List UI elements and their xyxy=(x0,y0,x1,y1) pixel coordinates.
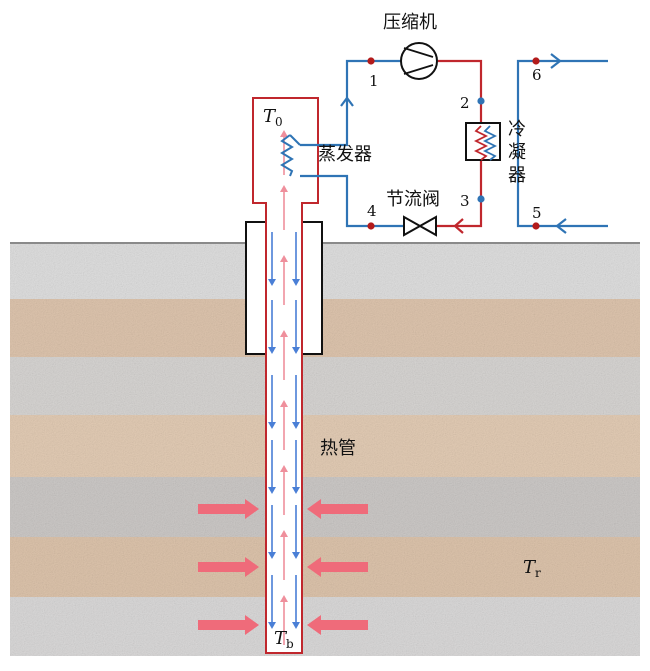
condenser-symbol xyxy=(465,122,501,161)
up-flow-arrowhead-0 xyxy=(280,255,288,262)
up-flow-arrowhead-4 xyxy=(280,530,288,537)
down-flow-arrowhead-0-0 xyxy=(268,279,276,286)
ground-heat-arrow-right-2 xyxy=(307,615,368,635)
state-point-3-label: 3 xyxy=(460,192,470,210)
head-up-flow-arrowhead-0 xyxy=(280,130,288,137)
down-flow-arrowhead-2-0 xyxy=(268,422,276,429)
state-point-4-dot xyxy=(367,222,375,230)
down-flow-arrowhead-3-0 xyxy=(268,487,276,494)
state-point-1-label: 1 xyxy=(369,72,379,90)
condenser-outlet-line xyxy=(436,160,483,228)
state-point-5-label: 5 xyxy=(532,204,542,222)
heat-pipe-outline xyxy=(252,97,319,654)
temperature-t0-subscript: 0 xyxy=(275,115,283,129)
state-point-3-dot xyxy=(477,195,485,203)
evaporator-coil-lead-top xyxy=(289,134,301,146)
heat-pipe-label: 热管 xyxy=(320,438,356,459)
ground-heat-arrow-left-1 xyxy=(198,557,259,577)
up-flow-arrowhead-3 xyxy=(280,465,288,472)
down-flow-arrowhead-2-1 xyxy=(292,422,300,429)
down-flow-arrowhead-1-0 xyxy=(268,347,276,354)
down-flow-arrowhead-1-1 xyxy=(292,347,300,354)
ground-heat-flow-arrows xyxy=(198,499,368,635)
down-flow-arrowhead-0-1 xyxy=(292,279,300,286)
state-point-6-dot xyxy=(532,57,540,65)
condenser-label-char-2: 凝 xyxy=(508,142,526,163)
temperature-tr-label: Tr xyxy=(523,557,541,580)
temperature-tr-subscript: r xyxy=(535,566,541,580)
state-point-4-label: 4 xyxy=(367,202,377,220)
state-point-labels: 1 2 3 4 5 6 xyxy=(367,66,542,222)
temperature-tb-subscript: b xyxy=(286,637,294,651)
temperature-t0-symbol: T xyxy=(263,106,277,127)
up-flow-arrowhead-5 xyxy=(280,595,288,602)
evaporator-inlet-line xyxy=(300,174,404,228)
temperature-t0-label: T0 xyxy=(263,106,283,129)
up-flow-arrowhead-2 xyxy=(280,400,288,407)
temperature-tb-label: Tb xyxy=(274,628,294,651)
down-flow-arrowhead-5-1 xyxy=(292,622,300,629)
up-flow-arrowhead-1 xyxy=(280,330,288,337)
ground-heat-arrow-right-0 xyxy=(307,499,368,519)
state-point-2-label: 2 xyxy=(460,94,470,112)
state-point-6-label: 6 xyxy=(532,66,542,84)
condenser-label-char-3: 器 xyxy=(508,165,526,186)
condenser-label-char-1: 冷 xyxy=(508,119,526,140)
soil-layer-3 xyxy=(10,357,640,415)
compressor-label: 压缩机 xyxy=(383,12,437,33)
arrow-left-water-inlet xyxy=(555,218,567,234)
throttle-valve-symbol xyxy=(403,215,437,237)
state-point-5-dot xyxy=(532,222,540,230)
circuit-direction-arrows xyxy=(340,53,567,234)
arrow-up-evaporator-outlet xyxy=(340,96,354,107)
ground-heat-arrow-left-0 xyxy=(198,499,259,519)
down-flow-arrowhead-5-0 xyxy=(268,622,276,629)
ground-heat-arrow-left-2 xyxy=(198,615,259,635)
down-flow-arrowhead-4-1 xyxy=(292,552,300,559)
state-point-2-dot xyxy=(477,97,485,105)
arrow-right-water-outlet xyxy=(550,53,562,69)
state-point-1-dot xyxy=(367,57,375,65)
ground-heat-arrow-right-1 xyxy=(307,557,368,577)
evaporator-coil xyxy=(280,134,294,177)
heat-pipe-flow-arrows xyxy=(268,130,300,645)
temperature-tb-symbol: T xyxy=(274,628,288,649)
soil-layer-1 xyxy=(10,243,640,299)
temperature-tr-symbol: T xyxy=(523,557,537,578)
soil-layer-4 xyxy=(10,415,640,477)
evaporator-label: 蒸发器 xyxy=(318,144,372,165)
water-loop-line xyxy=(516,59,608,228)
state-point-markers xyxy=(367,57,540,230)
head-up-flow-arrowhead-1 xyxy=(280,185,288,192)
soil-layer-2 xyxy=(10,299,640,357)
compressor-discharge-line xyxy=(438,59,483,123)
throttle-valve-label: 节流阀 xyxy=(386,189,440,210)
down-flow-arrowhead-4-0 xyxy=(268,552,276,559)
down-flow-arrowhead-3-1 xyxy=(292,487,300,494)
arrow-left-valve-outlet xyxy=(453,218,464,234)
compressor-symbol xyxy=(400,42,438,80)
